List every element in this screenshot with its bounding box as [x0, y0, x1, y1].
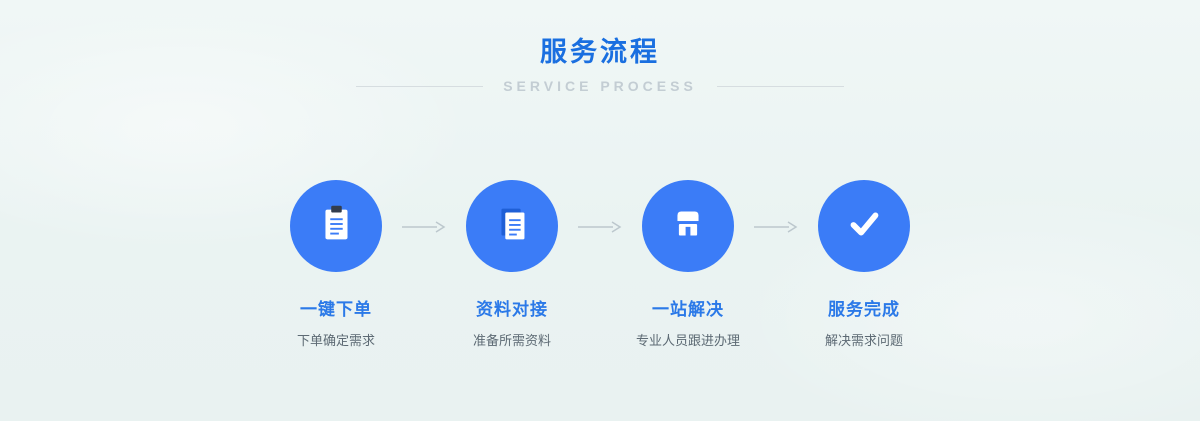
step-materials-circle [466, 180, 558, 272]
arrow-right-icon [402, 221, 446, 233]
clipboard-icon [313, 201, 359, 252]
step-order: 一键下单 下单确定需求 [270, 180, 402, 349]
page-subtitle: SERVICE PROCESS [503, 78, 697, 94]
step-onestop-desc: 专业人员跟进办理 [635, 333, 740, 348]
section-header: 服务流程 SERVICE PROCESS [0, 0, 1200, 94]
step-order-circle [290, 180, 382, 272]
step-complete: 服务完成 解决需求问题 [798, 180, 930, 349]
page-title: 服务流程 [540, 37, 660, 67]
divider-left [356, 85, 484, 87]
step-materials: 资料对接 准备所需资料 [446, 180, 578, 349]
documents-icon [489, 201, 535, 252]
subtitle-row: SERVICE PROCESS [0, 78, 1200, 94]
arrow-right-icon [754, 221, 798, 233]
steps-row: 一键下单 下单确定需求 资料对 [0, 180, 1200, 349]
step-complete-title: 服务完成 [828, 300, 900, 319]
step-order-desc: 下单确定需求 [296, 333, 375, 348]
step-complete-circle [818, 180, 910, 272]
step-materials-desc: 准备所需资料 [472, 333, 551, 348]
step-complete-desc: 解决需求问题 [824, 333, 903, 348]
arrow-right-icon [578, 221, 622, 233]
checkmark-icon [841, 201, 887, 252]
divider-right [716, 85, 844, 87]
step-onestop-title: 一站解决 [652, 300, 724, 319]
step-order-title: 一键下单 [300, 300, 372, 319]
storefront-icon [665, 201, 711, 252]
step-onestop-circle [642, 180, 734, 272]
step-materials-title: 资料对接 [476, 300, 548, 319]
step-onestop: 一站解决 专业人员跟进办理 [622, 180, 754, 349]
